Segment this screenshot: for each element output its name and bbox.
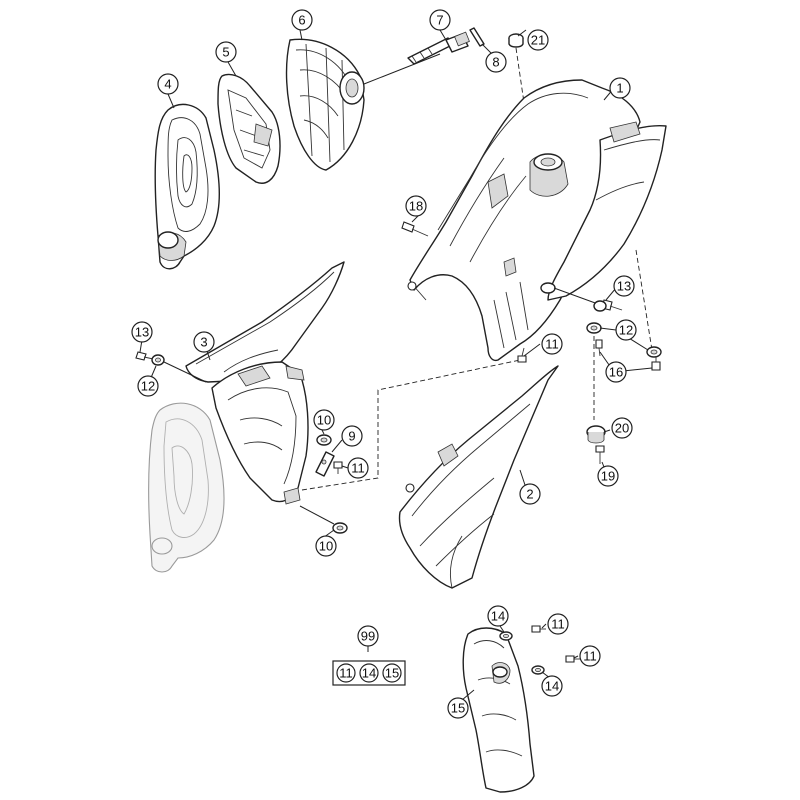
svg-text:15: 15 [385, 666, 399, 681]
callout-16: 16 [605, 361, 627, 383]
part-7-filter-bolt [407, 31, 470, 65]
svg-text:1: 1 [616, 81, 623, 96]
kit-99-label: 99 [357, 625, 379, 647]
callout-14-lower: 14 [541, 675, 563, 697]
svg-text:16: 16 [609, 365, 623, 380]
part-2-side-panel [398, 365, 559, 589]
callout-12-right: 12 [615, 319, 637, 341]
part-6-air-filter [285, 38, 441, 171]
fasteners-right-cluster [586, 299, 662, 420]
part-8-pin [469, 27, 485, 47]
svg-text:11: 11 [339, 666, 353, 681]
svg-text:20: 20 [615, 421, 629, 436]
callout-7: 7 [429, 9, 451, 31]
svg-text:11: 11 [351, 461, 365, 476]
kit-item-14: 14 [359, 663, 379, 683]
svg-text:14: 14 [545, 679, 559, 694]
callout-10-upper: 10 [313, 409, 335, 431]
fastener-14-lower [531, 665, 545, 675]
svg-text:7: 7 [436, 13, 443, 28]
part-4-airbox-boot [154, 103, 220, 270]
svg-text:15: 15 [451, 701, 465, 716]
callout-8: 8 [485, 51, 507, 73]
svg-text:21: 21 [531, 33, 545, 48]
callout-21: 21 [527, 29, 549, 51]
svg-text:5: 5 [222, 45, 229, 60]
callout-19: 19 [597, 465, 619, 487]
callout-2: 2 [519, 483, 541, 505]
callout-15: 15 [447, 697, 469, 719]
svg-text:18: 18 [409, 199, 423, 214]
part-18-screw [401, 221, 429, 237]
callout-5: 5 [215, 41, 237, 63]
svg-text:11: 11 [545, 337, 559, 352]
fastener-11-lower-a [531, 625, 546, 633]
part-21-grommet [508, 33, 529, 131]
fastener-10-lower [299, 505, 348, 534]
callout-9: 9 [341, 425, 363, 447]
callout-11-lower-b: 11 [579, 645, 601, 667]
callout-11-mid: 11 [347, 457, 369, 479]
svg-text:12: 12 [619, 323, 633, 338]
callout-13-right: 13 [613, 275, 635, 297]
callout-3: 3 [193, 331, 215, 353]
callout-12-left: 12 [137, 375, 159, 397]
callout-11-lower-a: 11 [547, 613, 569, 635]
callout-6: 6 [291, 9, 313, 31]
part-3-airbox-frame [185, 261, 345, 505]
svg-text:9: 9 [348, 429, 355, 444]
fastener-11-mid [333, 461, 343, 474]
callout-13-left: 13 [131, 321, 153, 343]
callout-1: 1 [609, 77, 631, 99]
fastener-11-lower-b [565, 655, 580, 663]
callout-20: 20 [611, 417, 633, 439]
svg-text:13: 13 [617, 279, 631, 294]
fastener-10-upper [316, 434, 332, 446]
svg-text:6: 6 [298, 13, 305, 28]
svg-text:4: 4 [164, 77, 171, 92]
svg-text:10: 10 [317, 413, 331, 428]
assembly-dash-line [301, 359, 521, 491]
kit-99-group: 99 11 14 15 [332, 625, 406, 686]
fastener-11-upper [517, 347, 527, 363]
svg-text:14: 14 [362, 666, 376, 681]
part-19-screw [595, 445, 605, 464]
part-4-ghost-outline [148, 402, 225, 573]
callout-10-lower: 10 [315, 535, 337, 557]
svg-text:3: 3 [200, 335, 207, 350]
svg-text:12: 12 [141, 379, 155, 394]
fasteners-left-cluster [135, 351, 207, 383]
part-15-heat-shield [462, 627, 535, 793]
svg-text:8: 8 [492, 55, 499, 70]
kit-item-15: 15 [382, 663, 402, 683]
part-9-bracket [315, 451, 335, 477]
svg-text:99: 99 [361, 629, 375, 644]
svg-text:2: 2 [526, 487, 533, 502]
callout-4: 4 [157, 73, 179, 95]
kit-item-11: 11 [336, 663, 356, 683]
svg-text:14: 14 [491, 609, 505, 624]
svg-text:13: 13 [135, 325, 149, 340]
part-1-shroud-wing [540, 121, 667, 351]
callout-18: 18 [405, 195, 427, 217]
callout-11-upper: 11 [541, 333, 563, 355]
part-5-filter-cage [217, 73, 281, 184]
fastener-14-upper [499, 631, 513, 641]
svg-text:10: 10 [319, 539, 333, 554]
svg-text:19: 19 [601, 469, 615, 484]
part-20-grommet [586, 425, 606, 444]
callout-14-upper: 14 [487, 605, 509, 627]
svg-text:11: 11 [583, 649, 597, 664]
svg-text:11: 11 [551, 617, 565, 632]
